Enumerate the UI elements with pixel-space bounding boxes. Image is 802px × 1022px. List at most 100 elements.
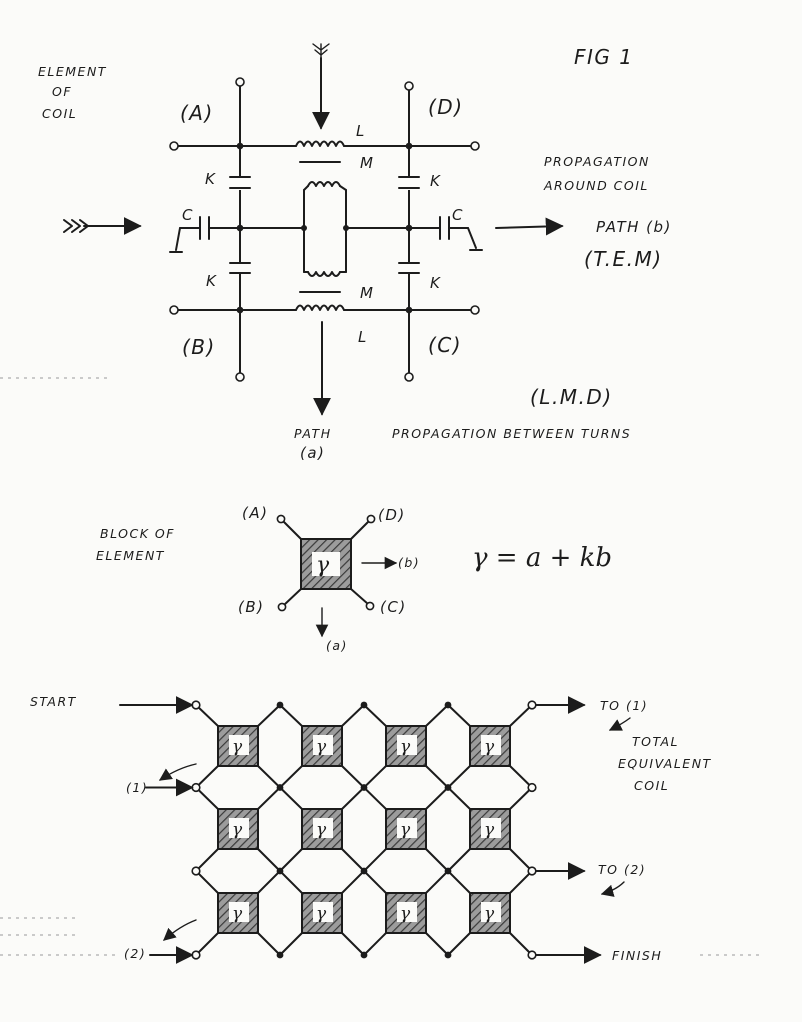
lattice-node bbox=[360, 951, 368, 959]
lattice-terminal bbox=[191, 700, 201, 710]
gamma-block-window bbox=[229, 902, 249, 922]
block-node-a: (A) bbox=[242, 504, 268, 522]
gamma-block-symbol: γ bbox=[484, 820, 495, 840]
total-label-line-2: EQUIVALENT bbox=[618, 756, 712, 771]
finish-label: FINISH bbox=[612, 948, 662, 963]
lattice-link bbox=[363, 870, 387, 894]
block-label-line-1: BLOCK OF bbox=[100, 526, 175, 541]
lattice-link bbox=[447, 848, 471, 872]
lattice-link bbox=[341, 932, 365, 956]
path-b-label: PATH (b) bbox=[596, 218, 672, 236]
lattice-terminal bbox=[191, 782, 201, 793]
lattice-terminal bbox=[527, 782, 537, 793]
lattice-terminal bbox=[527, 866, 537, 876]
gamma-block-window bbox=[481, 818, 501, 838]
lattice-link bbox=[509, 704, 533, 727]
network-labels: START TO (1) (1) TO (2) (2) FINISH TOTAL… bbox=[30, 694, 712, 963]
cap-c-label-1: C bbox=[182, 206, 194, 224]
lattice-node bbox=[444, 784, 452, 791]
lattice-link bbox=[257, 704, 281, 727]
gamma-block bbox=[217, 725, 259, 767]
start-label: START bbox=[30, 694, 77, 709]
to-1-label: TO (1) bbox=[600, 698, 648, 713]
lattice-link bbox=[279, 786, 303, 810]
lattice-link bbox=[509, 765, 533, 789]
gamma-block-symbol: γ bbox=[316, 904, 327, 924]
gamma-block-window bbox=[313, 818, 333, 838]
scan-artifacts bbox=[0, 377, 760, 956]
lattice-link bbox=[447, 765, 471, 789]
gamma-block-symbol: γ bbox=[232, 820, 243, 840]
lattice-link bbox=[509, 848, 533, 872]
lattice-link bbox=[195, 870, 219, 894]
path-a-line-2: (a) bbox=[300, 444, 325, 462]
lattice-link bbox=[363, 704, 387, 727]
lattice-link bbox=[425, 932, 449, 956]
lattice-node bbox=[444, 867, 452, 875]
pointer-3 bbox=[608, 717, 631, 731]
block-labels: BLOCK OF ELEMENT (A) (D) (B) (C) (b) (a)… bbox=[96, 504, 612, 653]
in-1-label: (1) bbox=[126, 780, 148, 795]
lattice-link bbox=[257, 786, 281, 810]
gamma-block-symbol: γ bbox=[232, 904, 243, 924]
lattice-node bbox=[276, 867, 284, 875]
total-label-line-3: COIL bbox=[634, 778, 669, 793]
lattice-terminal bbox=[191, 866, 201, 876]
lattice-link bbox=[341, 786, 365, 810]
lattice-link bbox=[279, 704, 303, 727]
block-node-d: (D) bbox=[378, 506, 406, 524]
element-circuit bbox=[63, 43, 564, 416]
gamma-block bbox=[301, 892, 343, 934]
cap-c-label-2: C bbox=[452, 206, 464, 224]
lattice-link bbox=[257, 765, 281, 789]
lattice-link bbox=[195, 786, 219, 810]
lattice-link bbox=[341, 870, 365, 894]
lattice-node bbox=[276, 951, 284, 959]
in-2-label: (2) bbox=[124, 946, 146, 961]
lattice-link bbox=[279, 870, 303, 894]
lattice-link bbox=[195, 704, 219, 727]
lattice-link bbox=[341, 848, 365, 872]
gamma-block-symbol: γ bbox=[400, 737, 411, 757]
lattice-link bbox=[257, 932, 281, 956]
lattice-node bbox=[360, 784, 368, 791]
propagation-around-line-1: PROPAGATION bbox=[544, 154, 650, 169]
lattice-link bbox=[341, 765, 365, 789]
block-label-line-2: ELEMENT bbox=[96, 548, 165, 563]
gamma-block-window bbox=[481, 735, 501, 755]
node-c-label: (C) bbox=[428, 333, 462, 357]
element-label-line-3: COIL bbox=[42, 106, 77, 121]
lattice-link bbox=[363, 848, 387, 872]
lattice-link bbox=[425, 704, 449, 727]
lattice-node bbox=[360, 867, 368, 875]
lattice-node bbox=[444, 701, 452, 709]
lattice-link bbox=[363, 932, 387, 956]
lattice-link bbox=[195, 765, 219, 789]
cap-k-label-1: K bbox=[205, 170, 216, 188]
gamma-block-symbol: γ bbox=[400, 904, 411, 924]
lattice-link bbox=[447, 932, 471, 956]
figure-title: FIG 1 bbox=[574, 45, 633, 69]
pointer-4 bbox=[600, 881, 625, 897]
lattice-link bbox=[341, 704, 365, 727]
gamma-block-window bbox=[397, 818, 417, 838]
lattice-terminal bbox=[191, 950, 201, 960]
gamma-block-window bbox=[313, 735, 333, 755]
element-label-line-1: ELEMENT bbox=[38, 64, 107, 79]
lattice-link bbox=[363, 786, 387, 810]
element-label-line-2: OF bbox=[52, 84, 72, 99]
gamma-block-symbol: γ bbox=[400, 820, 411, 840]
lattice-link bbox=[509, 870, 533, 894]
lattice-link bbox=[509, 786, 533, 810]
gamma-block-window bbox=[397, 735, 417, 755]
gamma-block-symbol: γ bbox=[232, 737, 243, 757]
inductor-label-bottom: L bbox=[358, 328, 368, 346]
pointer-2 bbox=[163, 919, 197, 941]
gamma-block-symbol: γ bbox=[316, 820, 327, 840]
cap-k-label-4: K bbox=[430, 274, 441, 292]
element-labels: FIG 1 ELEMENT OF COIL (A) (D) (B) (C) L … bbox=[38, 45, 672, 462]
mutual-label-bottom: M bbox=[360, 284, 374, 302]
lattice-link bbox=[279, 932, 303, 956]
pointer-1 bbox=[158, 763, 197, 781]
